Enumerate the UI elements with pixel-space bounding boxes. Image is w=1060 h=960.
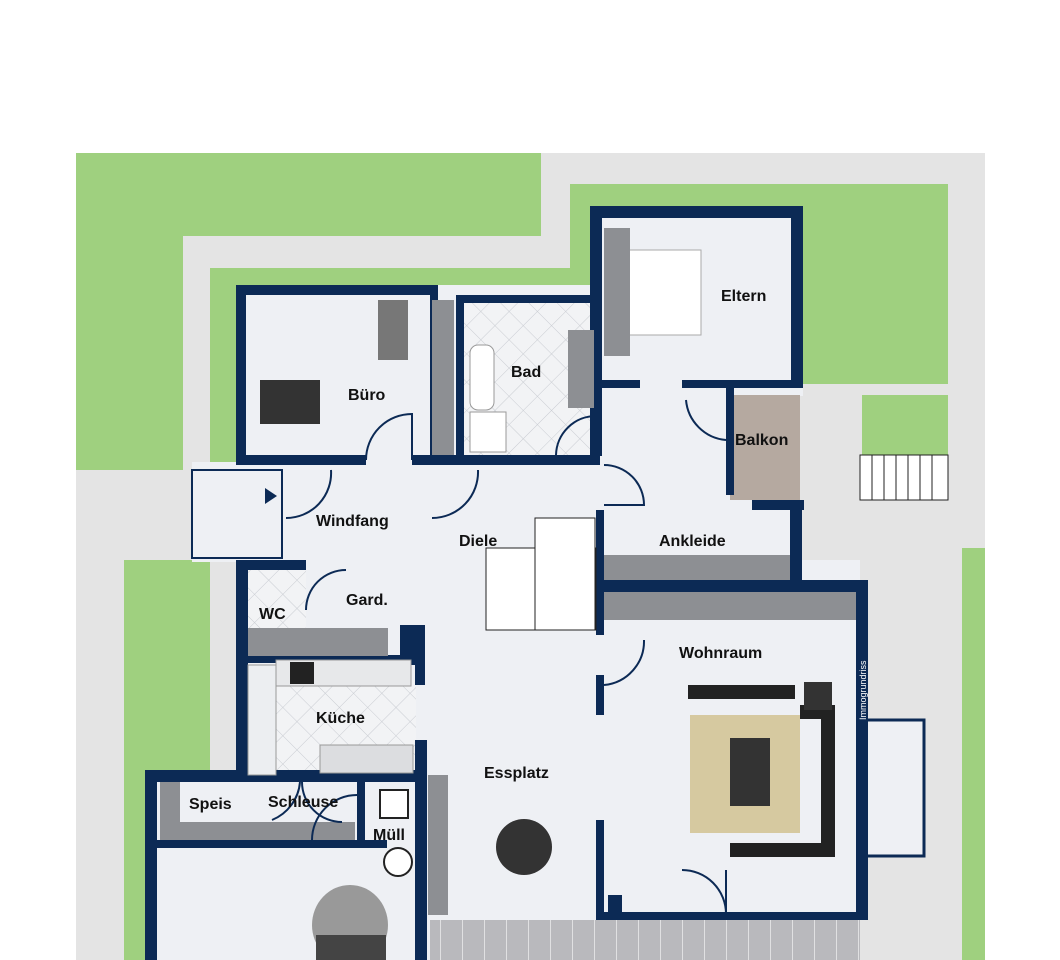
room-label-ankleide: Ankleide <box>659 533 726 550</box>
room-label-bad: Bad <box>511 364 541 381</box>
room-label-kueche: Küche <box>316 710 365 727</box>
room-label-gard: Gard. <box>346 592 388 609</box>
watermark: Immogrundriss <box>858 660 868 720</box>
room-label-wohnraum: Wohnraum <box>679 645 762 662</box>
room-label-speis: Speis <box>189 796 232 813</box>
room-label-balkon: Balkon <box>735 432 788 449</box>
room-label-eltern: Eltern <box>721 288 766 305</box>
room-label-muell: Müll <box>373 827 405 844</box>
furniture <box>160 228 856 960</box>
room-label-diele: Diele <box>459 533 497 550</box>
room-label-wc: WC <box>259 606 286 623</box>
room-label-schleuse: Schleuse <box>268 794 338 811</box>
doors <box>191 399 727 915</box>
room-label-windfang: Windfang <box>316 513 389 530</box>
room-label-buero: Büro <box>348 387 386 404</box>
room-label-essplatz: Essplatz <box>484 765 549 782</box>
